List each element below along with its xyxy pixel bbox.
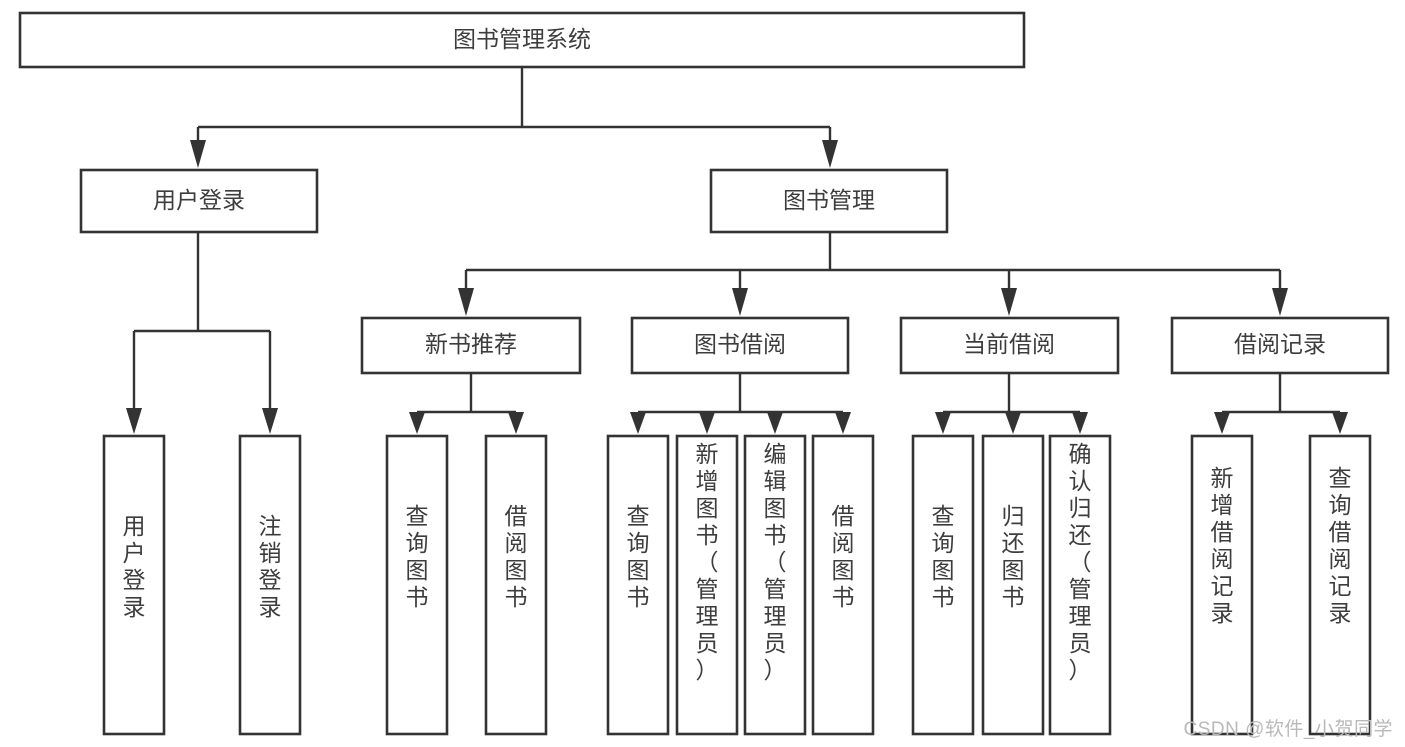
leaf-node-logout[interactable]: 注销登录: [238, 434, 302, 736]
arrow-head-book-borrow: [732, 288, 748, 316]
arrow-head-leaf-user-login: [126, 408, 142, 434]
arrow-head-leaf-confirm-return: [1072, 412, 1088, 434]
connector-current-borrow-to-leaves: [935, 373, 1088, 434]
node-new-book-recommend-box[interactable]: [360, 316, 582, 375]
node-current-borrow-label: 当前借阅: [963, 331, 1055, 357]
leaf-node-add-book-admin-box[interactable]: [675, 434, 739, 736]
leaf-node-borrow-book-1-box[interactable]: [484, 434, 548, 736]
arrow-head-leaf-borrow-book-2: [835, 412, 851, 434]
leaf-node-layer: 用户登录 注销登录 查询图书 借阅图书 查询图书 新增图书（管理员）: [102, 434, 1372, 736]
node-book-borrow-label: 图书借阅: [694, 331, 786, 357]
arrow-head-leaf-edit-book: [767, 412, 783, 434]
node-root-system-box[interactable]: [18, 11, 1026, 69]
leaf-node-query-book-3-box[interactable]: [911, 434, 975, 736]
node-book-borrow[interactable]: 图书借阅: [630, 316, 850, 375]
arrow-head-new-book-rec: [458, 288, 474, 316]
connector-layer: [126, 67, 1348, 434]
node-current-borrow[interactable]: 当前借阅: [899, 316, 1120, 375]
arrow-head-leaf-return-book: [1005, 412, 1021, 434]
arrow-head-user-login: [190, 140, 206, 168]
leaf-node-edit-book-admin-label: 编辑图书（管理员）: [764, 441, 787, 683]
leaf-node-query-book-3[interactable]: 查询图书: [911, 434, 975, 736]
arrow-head-leaf-query-book-2: [630, 412, 646, 434]
node-borrow-record[interactable]: 借阅记录: [1170, 316, 1390, 375]
leaf-node-add-borrow-record[interactable]: 新增借阅记录: [1190, 434, 1254, 736]
leaf-node-borrow-book-1[interactable]: 借阅图书: [484, 434, 548, 736]
leaf-node-query-book-1[interactable]: 查询图书: [385, 434, 449, 736]
node-user-login-box[interactable]: [79, 168, 319, 234]
leaf-node-add-book-admin-label: 新增图书（管理员）: [696, 441, 719, 683]
node-book-manage-label: 图书管理: [783, 187, 875, 213]
leaf-node-logout-label: 注销登录: [259, 513, 282, 620]
leaf-node-edit-book-admin[interactable]: 编辑图书（管理员）: [743, 434, 807, 736]
node-book-manage[interactable]: 图书管理: [709, 168, 949, 234]
arrow-head-leaf-borrow-book-1: [508, 412, 524, 434]
leaf-node-return-book-box[interactable]: [981, 434, 1045, 736]
connector-book-borrow-to-leaves: [630, 373, 851, 434]
node-borrow-record-box[interactable]: [1170, 316, 1390, 375]
leaf-node-query-book-2-box[interactable]: [606, 434, 670, 736]
leaf-node-edit-book-admin-box[interactable]: [743, 434, 807, 736]
leaf-node-query-borrow-record[interactable]: 查询借阅记录: [1308, 434, 1372, 736]
leaf-node-query-book-3-label: 查询图书: [932, 503, 955, 610]
leaf-node-borrow-book-2-box[interactable]: [811, 434, 875, 736]
arrow-head-leaf-query-book-3: [935, 412, 951, 434]
node-user-login-label: 用户登录: [153, 187, 245, 213]
arrow-head-borrow-record: [1272, 288, 1288, 316]
leaf-node-query-book-1-box[interactable]: [385, 434, 449, 736]
leaf-node-add-book-admin[interactable]: 新增图书（管理员）: [675, 434, 739, 736]
node-current-borrow-box[interactable]: [899, 316, 1120, 375]
node-new-book-recommend-label: 新书推荐: [425, 331, 517, 357]
connector-user-login-to-leaves: [126, 232, 278, 434]
node-borrow-record-label: 借阅记录: [1234, 331, 1326, 357]
node-new-book-recommend[interactable]: 新书推荐: [360, 316, 582, 375]
leaf-node-borrow-book-2-label: 借阅图书: [832, 503, 855, 610]
leaf-node-query-borrow-record-label: 查询借阅记录: [1329, 465, 1352, 626]
leaf-node-return-book[interactable]: 归还图书: [981, 434, 1045, 736]
arrow-head-leaf-logout: [262, 408, 278, 434]
node-book-manage-box[interactable]: [709, 168, 949, 234]
connector-borrow-record-to-leaves: [1214, 373, 1348, 434]
connector-root-to-level1: [190, 67, 838, 168]
leaf-node-query-borrow-record-box[interactable]: [1308, 434, 1372, 736]
arrow-head-book-manage: [822, 140, 838, 168]
leaf-node-borrow-book-1-label: 借阅图书: [505, 503, 528, 610]
leaf-node-query-book-2-label: 查询图书: [627, 503, 650, 610]
leaf-node-query-book-1-label: 查询图书: [406, 503, 429, 610]
leaf-node-borrow-book-2[interactable]: 借阅图书: [811, 434, 875, 736]
arrow-head-leaf-query-record: [1332, 412, 1348, 434]
leaf-node-confirm-return-admin-box[interactable]: [1048, 434, 1112, 736]
leaf-node-user-login[interactable]: 用户登录: [102, 434, 166, 736]
leaf-node-query-book-2[interactable]: 查询图书: [606, 434, 670, 736]
leaf-node-user-login-label: 用户登录: [123, 513, 146, 620]
leaf-node-confirm-return-admin-label: 确认归还（管理员）: [1069, 441, 1092, 683]
arrow-head-leaf-add-record: [1214, 412, 1230, 434]
leaf-node-add-borrow-record-label: 新增借阅记录: [1211, 465, 1234, 626]
connector-book-manage-to-level2: [458, 232, 1288, 316]
node-book-borrow-box[interactable]: [630, 316, 850, 375]
arrow-head-leaf-add-book: [699, 412, 715, 434]
leaf-node-user-login-box[interactable]: [102, 434, 166, 736]
connector-new-book-rec-to-leaves: [409, 373, 524, 434]
leaf-node-add-borrow-record-box[interactable]: [1190, 434, 1254, 736]
leaf-node-logout-box[interactable]: [238, 434, 302, 736]
node-user-login[interactable]: 用户登录: [79, 168, 319, 234]
node-root-system-label: 图书管理系统: [453, 26, 591, 52]
leaf-node-return-book-label: 归还图书: [1002, 503, 1025, 610]
arrow-head-current-borrow: [1001, 288, 1017, 316]
node-root-system[interactable]: 图书管理系统: [18, 11, 1026, 69]
leaf-node-confirm-return-admin[interactable]: 确认归还（管理员）: [1048, 434, 1112, 736]
arrow-head-leaf-query-book-1: [409, 412, 425, 434]
